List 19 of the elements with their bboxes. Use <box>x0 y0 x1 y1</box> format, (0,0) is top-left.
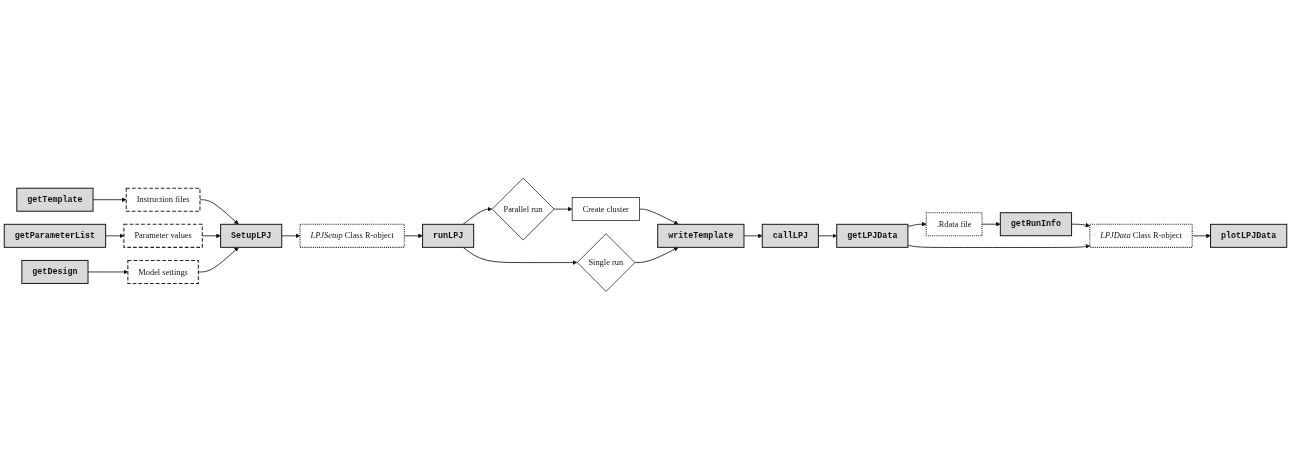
node-box: getRunInfo <box>999 211 1073 236</box>
node-diamond: Parallel run <box>491 177 555 241</box>
node-box: Instruction files <box>125 187 201 212</box>
node-box: runLPJ <box>422 223 475 248</box>
node-box: getLPJData <box>836 223 909 248</box>
node-box: writeTemplate <box>657 223 745 248</box>
node-box: callLPJ <box>761 223 819 248</box>
node-box: LPJData Class R-object <box>1089 223 1193 248</box>
node-box: Model settings <box>127 259 199 284</box>
node-box: Create cluster <box>571 196 640 221</box>
node-box: getParameterList <box>3 223 107 248</box>
node-diamond: Single run <box>576 233 636 292</box>
node-box: LPJSetup Class R-object <box>299 223 405 248</box>
node-box: plotLPJData <box>1210 223 1288 248</box>
node-box: Parameter values <box>123 223 203 248</box>
node-box: SetupLPJ <box>220 223 283 248</box>
node-box: getTemplate <box>16 187 94 212</box>
node-box: getDesign <box>21 259 89 284</box>
node-box: .Rdata file <box>925 211 983 236</box>
